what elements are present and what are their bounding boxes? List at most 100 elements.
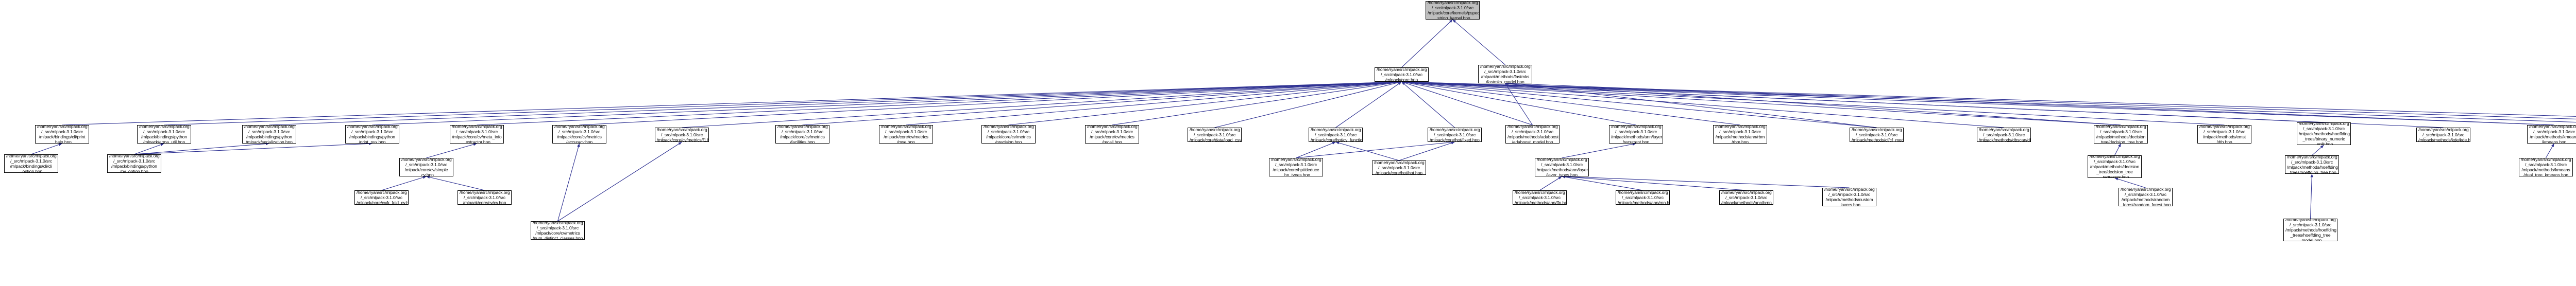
graph-edge [1214, 81, 1402, 128]
graph-node-label: /home/ryan/src/mlpack.org /_src/mlpack-3… [533, 221, 583, 240]
graph-node-label: /home/ryan/src/mlpack.org /_src/mlpack-3… [2199, 125, 2250, 144]
graph-node[interactable]: /home/ryan/src/mlpack.org /_src/mlpack-3… [1505, 125, 1560, 144]
graph-node[interactable]: /home/ryan/src/mlpack.org /_src/mlpack-3… [1478, 65, 1532, 83]
graph-edge [269, 80, 1402, 126]
graph-edge [1562, 175, 1643, 191]
graph-edge [1539, 176, 1562, 191]
graph-node-root[interactable]: /home/ryan/src/mlpack.org /_src/mlpack-3… [1426, 1, 1480, 20]
graph-node-label: /home/ryan/src/mlpack.org /_src/mlpack-3… [1721, 190, 1773, 205]
graph-node[interactable]: /home/ryan/src/mlpack.org /_src/mlpack-3… [2285, 155, 2339, 174]
graph-node[interactable]: /home/ryan/src/mlpack.org /_src/mlpack-3… [35, 125, 89, 144]
graph-node[interactable]: /home/ryan/src/mlpack.org /_src/mlpack-3… [1309, 128, 1363, 142]
graph-node[interactable]: /home/ryan/src/mlpack.org /_src/mlpack-3… [2519, 158, 2573, 176]
graph-edge [1401, 80, 2121, 126]
graph-node-label: /home/ryan/src/mlpack.org /_src/mlpack-3… [401, 158, 452, 176]
graph-node[interactable]: /home/ryan/src/mlpack.org /_src/mlpack-3… [1822, 188, 1876, 206]
graph-node[interactable]: /home/ryan/src/mlpack.org /_src/mlpack-3… [2088, 155, 2142, 178]
graph-node[interactable]: /home/ryan/src/mlpack.org /_src/mlpack-3… [1372, 160, 1426, 175]
graph-node[interactable]: /home/ryan/src/mlpack.org /_src/mlpack-3… [354, 190, 409, 205]
graph-edge [134, 143, 164, 155]
graph-edge [1401, 80, 2324, 123]
graph-node[interactable]: /home/ryan/src/mlpack.org /_src/mlpack-3… [2416, 128, 2470, 142]
graph-edge [1296, 140, 1455, 158]
graph-node[interactable]: /home/ryan/src/mlpack.org /_src/mlpack-3… [345, 125, 399, 144]
graph-node[interactable]: /home/ryan/src/mlpack.org /_src/mlpack-3… [107, 154, 161, 173]
graph-node[interactable]: /home/ryan/src/mlpack.org /_src/mlpack-3… [2197, 125, 2251, 144]
graph-node-label: /home/ryan/src/mlpack.org /_src/mlpack-3… [2121, 188, 2171, 206]
graph-node[interactable]: /home/ryan/src/mlpack.org /_src/mlpack-3… [531, 221, 585, 240]
graph-node[interactable]: /home/ryan/src/mlpack.org /_src/mlpack-3… [1616, 190, 1670, 205]
graph-edge [2310, 173, 2314, 219]
graph-edge [2546, 143, 2554, 158]
graph-node-label: /home/ryan/src/mlpack.org /_src/mlpack-3… [1979, 128, 2030, 142]
graph-node-label: /home/ryan/src/mlpack.org /_src/mlpack-3… [1824, 188, 1875, 206]
graph-edge [1505, 82, 2121, 126]
graph-node-label: /home/ryan/src/mlpack.org /_src/mlpack-3… [984, 125, 1034, 144]
graph-node-label: /home/ryan/src/mlpack.org /_src/mlpack-3… [1271, 158, 1321, 176]
graph-edge [1401, 80, 2004, 128]
graph-node[interactable]: /home/ryan/src/mlpack.org /_src/mlpack-3… [2283, 219, 2337, 241]
graph-edge [1335, 81, 1402, 128]
graph-node[interactable]: /home/ryan/src/mlpack.org /_src/mlpack-3… [981, 125, 1036, 144]
graph-node-label: /home/ryan/src/mlpack.org /_src/mlpack-3… [244, 125, 295, 144]
graph-edge [1562, 175, 1747, 191]
graph-edge [1505, 83, 1533, 126]
graph-node[interactable]: /home/ryan/src/mlpack.org /_src/mlpack-3… [2297, 122, 2351, 145]
graph-edge [134, 142, 269, 155]
graph-node-label: /home/ryan/src/mlpack.org /_src/mlpack-3… [554, 125, 605, 144]
graph-edge [1401, 80, 2225, 126]
graph-node[interactable]: /home/ryan/src/mlpack.org /_src/mlpack-3… [1085, 125, 1139, 144]
graph-node-label: /home/ryan/src/mlpack.org /_src/mlpack-3… [460, 190, 510, 205]
graph-node[interactable]: /home/ryan/src/mlpack.org /_src/mlpack-3… [1977, 128, 2031, 142]
graph-node[interactable]: /home/ryan/src/mlpack.org /_src/mlpack-3… [1609, 125, 1663, 144]
graph-node-label: /home/ryan/src/mlpack.org /_src/mlpack-3… [1611, 125, 1663, 144]
graph-node-label: /home/ryan/src/mlpack.org /_src/mlpack-3… [2418, 128, 2470, 142]
graph-node-label: /home/ryan/src/mlpack.org /_src/mlpack-3… [109, 154, 160, 173]
graph-node[interactable]: /home/ryan/src/mlpack.org /_src/mlpack-3… [137, 125, 191, 144]
graph-edge [1401, 80, 1877, 128]
graph-edge [1335, 141, 1399, 161]
graph-node[interactable]: /home/ryan/src/mlpack.org /_src/mlpack-3… [1850, 128, 1904, 142]
graph-edge [1112, 81, 1402, 126]
graph-node[interactable]: /home/ryan/src/mlpack.org /_src/mlpack-3… [1188, 128, 1242, 142]
graph-node[interactable]: /home/ryan/src/mlpack.org /_src/mlpack-3… [1535, 158, 1589, 176]
graph-node[interactable]: /home/ryan/src/mlpack.org /_src/mlpack-3… [2527, 125, 2576, 144]
graph-node-label: /home/ryan/src/mlpack.org /_src/mlpack-3… [2096, 125, 2146, 144]
graph-edge [1401, 81, 1636, 126]
graph-edge [1401, 81, 1455, 128]
graph-node[interactable]: /home/ryan/src/mlpack.org /_src/mlpack-3… [1269, 158, 1323, 176]
graph-edge [381, 176, 427, 191]
graph-node[interactable]: /home/ryan/src/mlpack.org /_src/mlpack-3… [450, 125, 504, 144]
graph-edge [1296, 141, 1336, 158]
graph-node-label: /home/ryan/src/mlpack.org /_src/mlpack-3… [37, 125, 88, 144]
graph-edge [557, 141, 682, 222]
graph-node-label: /home/ryan/src/mlpack.org /_src/mlpack-3… [2090, 155, 2140, 178]
graph-node[interactable]: /home/ryan/src/mlpack.org /_src/mlpack-3… [242, 125, 296, 144]
graph-node[interactable]: /home/ryan/src/mlpack.org /_src/mlpack-3… [1713, 125, 1767, 144]
graph-node[interactable]: /home/ryan/src/mlpack.org /_src/mlpack-3… [655, 128, 709, 142]
graph-edge [802, 80, 1402, 126]
graph-node[interactable]: /home/ryan/src/mlpack.org /_src/mlpack-3… [2094, 125, 2148, 144]
graph-node[interactable]: /home/ryan/src/mlpack.org /_src/mlpack-3… [2119, 188, 2173, 206]
graph-node[interactable]: /home/ryan/src/mlpack.org /_src/mlpack-3… [4, 154, 58, 173]
graph-edge [1401, 81, 1740, 126]
graph-node[interactable]: /home/ryan/src/mlpack.org /_src/mlpack-3… [775, 125, 829, 144]
graph-node[interactable]: /home/ryan/src/mlpack.org /_src/mlpack-3… [1513, 190, 1567, 205]
graph-edge [426, 143, 477, 158]
graph-node[interactable]: /home/ryan/src/mlpack.org /_src/mlpack-3… [552, 125, 606, 144]
graph-edge [557, 143, 580, 222]
graph-edge [1401, 80, 2576, 117]
graph-node[interactable]: /home/ryan/src/mlpack.org /_src/mlpack-3… [879, 125, 933, 144]
graph-node[interactable]: /home/ryan/src/mlpack.org /_src/mlpack-3… [1428, 128, 1482, 142]
graph-node[interactable]: /home/ryan/src/mlpack.org /_src/mlpack-3… [1375, 67, 1429, 82]
graph-node[interactable]: /home/ryan/src/mlpack.org /_src/mlpack-3… [399, 158, 453, 176]
graph-node[interactable]: /home/ryan/src/mlpack.org /_src/mlpack-3… [457, 190, 512, 205]
graph-node-label: /home/ryan/src/mlpack.org /_src/mlpack-3… [139, 125, 190, 144]
graph-edge [2114, 143, 2121, 156]
graph-node-label: /home/ryan/src/mlpack.org /_src/mlpack-3… [452, 125, 502, 144]
graph-node-label: /home/ryan/src/mlpack.org /_src/mlpack-3… [347, 125, 398, 144]
graph-node-label: /home/ryan/src/mlpack.org /_src/mlpack-3… [1087, 125, 1138, 144]
graph-node-label: /home/ryan/src/mlpack.org /_src/mlpack-3… [1430, 128, 1480, 142]
graph-node[interactable]: /home/ryan/src/mlpack.org /_src/mlpack-3… [1719, 190, 1773, 205]
graph-node-label: /home/ryan/src/mlpack.org /_src/mlpack-3… [1507, 125, 1559, 144]
